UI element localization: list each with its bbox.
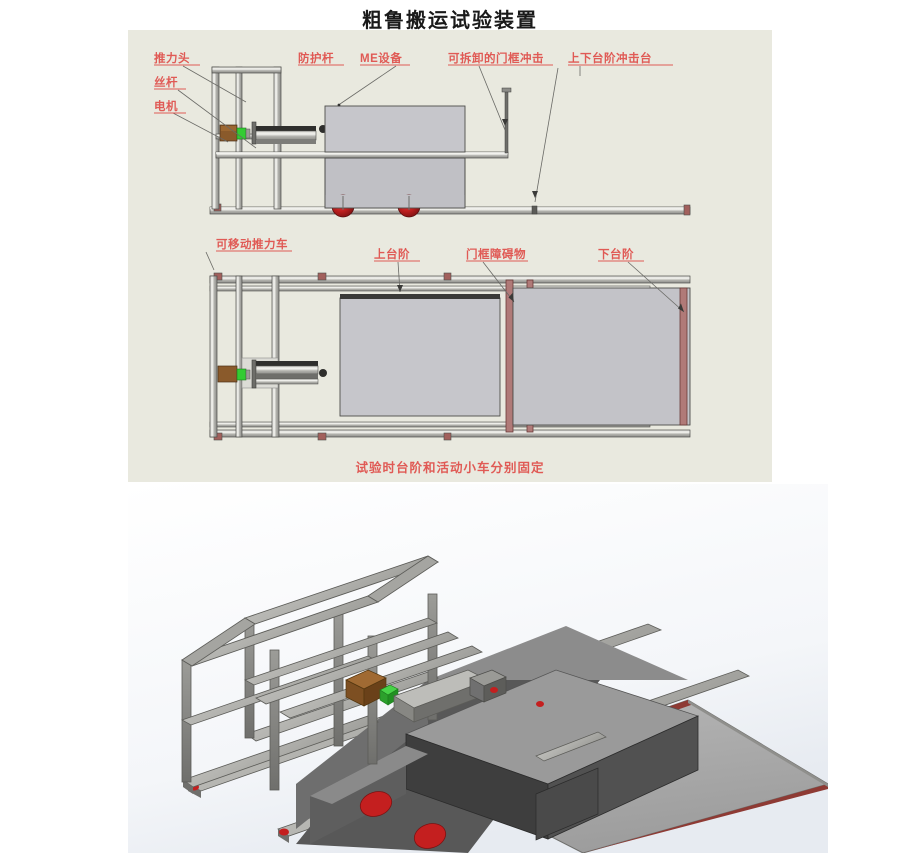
label-screw-rod-text: 丝杆: [154, 75, 178, 89]
label-step-impact-table: 上下台阶冲击台: [568, 51, 673, 66]
label-screw-rod: 丝杆: [154, 75, 186, 90]
label-motor: 电机: [154, 99, 186, 114]
label-lower-step-text: 下台阶: [598, 247, 634, 261]
label-push-head: 推力头: [154, 51, 200, 66]
step-platform-plan: [512, 287, 691, 426]
plan-leaders: [205, 251, 685, 313]
label-door-frame-obstacle-text: 门框障碍物: [466, 247, 526, 261]
drive-assembly-3d: [345, 669, 544, 723]
drive-assembly-plan: [217, 359, 327, 389]
label-door-frame-impact: 可拆卸的门框冲击: [448, 51, 553, 66]
isometric-render-panel: [128, 484, 828, 853]
label-push-head-text: 推力头: [154, 51, 190, 65]
label-guard-bar: 防护杆: [298, 51, 344, 66]
label-step-impact-table-text: 上下台阶冲击台: [568, 51, 652, 65]
label-motor-text: 电机: [154, 99, 178, 113]
connector-rail-3d: [535, 731, 607, 762]
elevation-leaders: [172, 65, 581, 203]
label-movable-push-cart-text: 可移动推力车: [216, 237, 288, 251]
label-movable-push-cart: 可移动推力车: [216, 237, 292, 252]
schematic-caption: 试验时台阶和活动小车分别固定: [355, 460, 544, 475]
label-lower-step: 下台阶: [598, 247, 644, 262]
label-upper-step-text: 上台阶: [374, 247, 410, 261]
plan-view: 可移动推力车 上台阶 门框障碍物 下台阶: [205, 237, 691, 441]
cart-wheels-3d: [359, 791, 447, 849]
label-upper-step: 上台阶: [374, 247, 420, 262]
elevation-view: 推力头 丝杆 电机 防护杆 ME设备 可拆卸的门框冲击 上下台阶冲击台: [154, 51, 691, 218]
cart-wheels-elevation: [324, 157, 466, 218]
label-me-device: ME设备: [360, 51, 410, 66]
label-me-device-text: ME设备: [360, 51, 402, 65]
label-door-frame-impact-text: 可拆卸的门框冲击: [448, 51, 544, 65]
me-device-plan: [339, 294, 501, 417]
page-title: 粗鲁搬运试验装置: [362, 10, 538, 32]
label-guard-bar-text: 防护杆: [298, 51, 334, 65]
elevation-leader-arrows: [502, 119, 538, 198]
push-cart-plan: [209, 275, 280, 438]
label-door-frame-obstacle: 门框障碍物: [466, 247, 528, 262]
schematic-diagram-panel: 推力头 丝杆 电机 防护杆 ME设备 可拆卸的门框冲击 上下台阶冲击台: [128, 30, 772, 482]
plan-leader-arrows: [397, 285, 684, 312]
